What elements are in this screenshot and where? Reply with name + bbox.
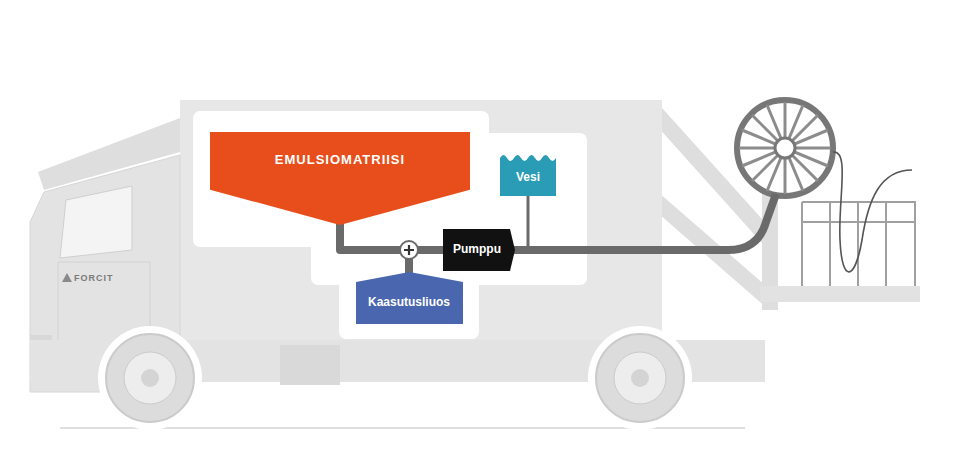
wheel-arch: [98, 326, 202, 430]
pipe-connector: [340, 223, 445, 250]
mix-junction: [400, 241, 418, 259]
hose-reel: [737, 100, 833, 196]
matrix-tank-shape: [210, 132, 470, 225]
wheel: [596, 334, 684, 422]
gassing-tank: Kaasutusliuos: [356, 272, 463, 324]
hose: [833, 152, 912, 272]
node-label: Kaasutusliuos: [368, 296, 450, 309]
wheel: [106, 334, 194, 422]
pump-box: Pumppu: [443, 229, 515, 271]
water-tank: Vesi: [500, 150, 556, 196]
pump-box-outline: [443, 229, 515, 271]
node-label: EMULSIOMATRIISI: [275, 153, 405, 167]
logo-mark: [62, 273, 72, 282]
water-tank-outline: [500, 155, 556, 196]
logo-text: FORCIT: [74, 273, 114, 283]
rear-platform: [760, 286, 920, 302]
gassing-tank-outline: [356, 272, 463, 324]
water-line: [527, 196, 530, 250]
node-label: Pumppu: [453, 243, 501, 256]
cutout-area: [200, 118, 580, 332]
basket: [802, 202, 915, 286]
wheel-arch: [588, 326, 692, 430]
tank-box: [280, 345, 340, 385]
cab-window: [60, 186, 132, 258]
matrix-tank: EMULSIOMATRIISI: [210, 132, 470, 225]
hose-pipe: [512, 194, 776, 250]
node-label: Vesi: [516, 171, 540, 184]
matrix-tank-outline: [210, 132, 470, 225]
truck-box: [180, 100, 662, 340]
